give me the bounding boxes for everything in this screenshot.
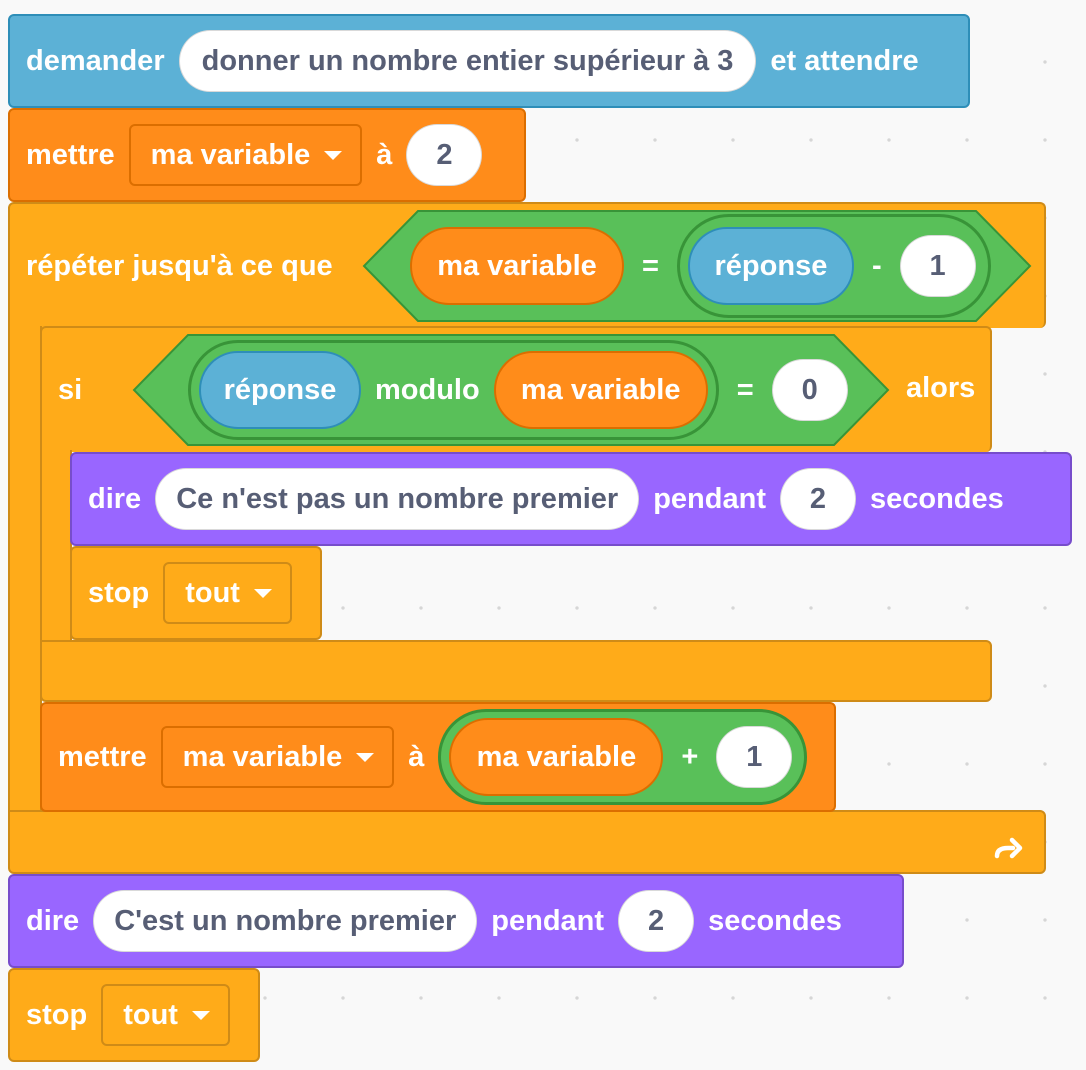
ma-variable-reporter[interactable]: ma variable	[410, 227, 624, 305]
for-label: pendant	[653, 482, 766, 515]
repeat-condition[interactable]: ma variable = réponse - 1	[362, 210, 1032, 322]
repeat-until-bottom	[8, 810, 1046, 874]
stop-label: stop	[26, 998, 88, 1031]
for-label: pendant	[491, 904, 605, 937]
triangle-down-icon	[191, 1010, 210, 1020]
triangle-down-icon	[324, 150, 343, 160]
then-label: alors	[906, 372, 976, 404]
set-value-input[interactable]: 2	[406, 124, 483, 186]
stop-option-label: tout	[123, 998, 178, 1031]
loop-arrow-icon	[994, 837, 1023, 859]
say-for-secs-block-1[interactable]: dire Ce n'est pas un nombre premier pend…	[70, 452, 1072, 546]
to-label: à	[408, 740, 425, 773]
ask-question-input[interactable]: donner un nombre entier supérieur à 3	[178, 30, 757, 92]
to-label: à	[376, 138, 393, 171]
say-message-input[interactable]: Ce n'est pas un nombre premier	[155, 468, 640, 530]
if-then-arm	[40, 450, 72, 642]
say-label: dire	[26, 904, 80, 937]
modulo-operator[interactable]: réponse modulo ma variable	[188, 340, 719, 440]
set-variable-block-2[interactable]: mettre ma variable à ma variable + 1	[40, 702, 836, 812]
stop-option-dropdown[interactable]: tout	[101, 984, 230, 1046]
if-then-bottom	[40, 640, 992, 702]
repeat-until-label: répéter jusqu'à ce que	[26, 249, 333, 282]
minus-sign: -	[871, 249, 882, 282]
minus-value-input[interactable]: 1	[899, 235, 976, 297]
set-label: mettre	[26, 138, 115, 171]
equals-sign: =	[642, 249, 659, 282]
seconds-label: secondes	[708, 904, 842, 937]
ma-variable-reporter[interactable]: ma variable	[449, 718, 664, 796]
ask-label: demander	[26, 44, 165, 77]
set-variable-block-1[interactable]: mettre ma variable à 2	[8, 108, 526, 202]
say-seconds-input[interactable]: 2	[618, 890, 695, 952]
stop-block-2[interactable]: stop tout	[8, 968, 260, 1062]
seconds-label: secondes	[869, 482, 1004, 515]
plus-value-input[interactable]: 1	[716, 726, 793, 788]
say-label: dire	[88, 482, 142, 515]
stop-option-label: tout	[185, 576, 240, 609]
equals-sign: =	[736, 373, 754, 406]
ma-variable-reporter[interactable]: ma variable	[493, 351, 708, 429]
minus-operator[interactable]: réponse - 1	[676, 214, 991, 318]
plus-operator[interactable]: ma variable + 1	[438, 709, 808, 805]
set-label: mettre	[58, 740, 147, 773]
if-condition[interactable]: réponse modulo ma variable = 0	[132, 334, 890, 446]
variable-dropdown-label: ma variable	[182, 740, 343, 773]
equals-value-input[interactable]: 0	[771, 359, 848, 421]
ask-and-wait-block[interactable]: demander donner un nombre entier supérie…	[8, 14, 970, 108]
plus-sign: +	[681, 740, 699, 773]
repeat-until-arm	[8, 326, 42, 812]
triangle-down-icon	[253, 588, 272, 598]
say-message-input[interactable]: C'est un nombre premier	[93, 890, 478, 952]
stop-label: stop	[88, 576, 150, 609]
stop-option-dropdown[interactable]: tout	[163, 562, 292, 624]
triangle-down-icon	[356, 752, 375, 762]
modulo-label: modulo	[375, 373, 480, 406]
say-for-secs-block-2[interactable]: dire C'est un nombre premier pendant 2 s…	[8, 874, 904, 968]
variable-dropdown-label: ma variable	[150, 138, 311, 171]
ask-suffix-label: et attendre	[770, 44, 919, 77]
variable-dropdown[interactable]: ma variable	[160, 726, 395, 788]
say-seconds-input[interactable]: 2	[779, 468, 856, 530]
reponse-reporter[interactable]: réponse	[199, 351, 361, 429]
if-label: si	[58, 373, 83, 406]
stop-block-1[interactable]: stop tout	[70, 546, 322, 640]
reponse-reporter[interactable]: réponse	[687, 227, 854, 305]
variable-dropdown[interactable]: ma variable	[128, 124, 363, 186]
